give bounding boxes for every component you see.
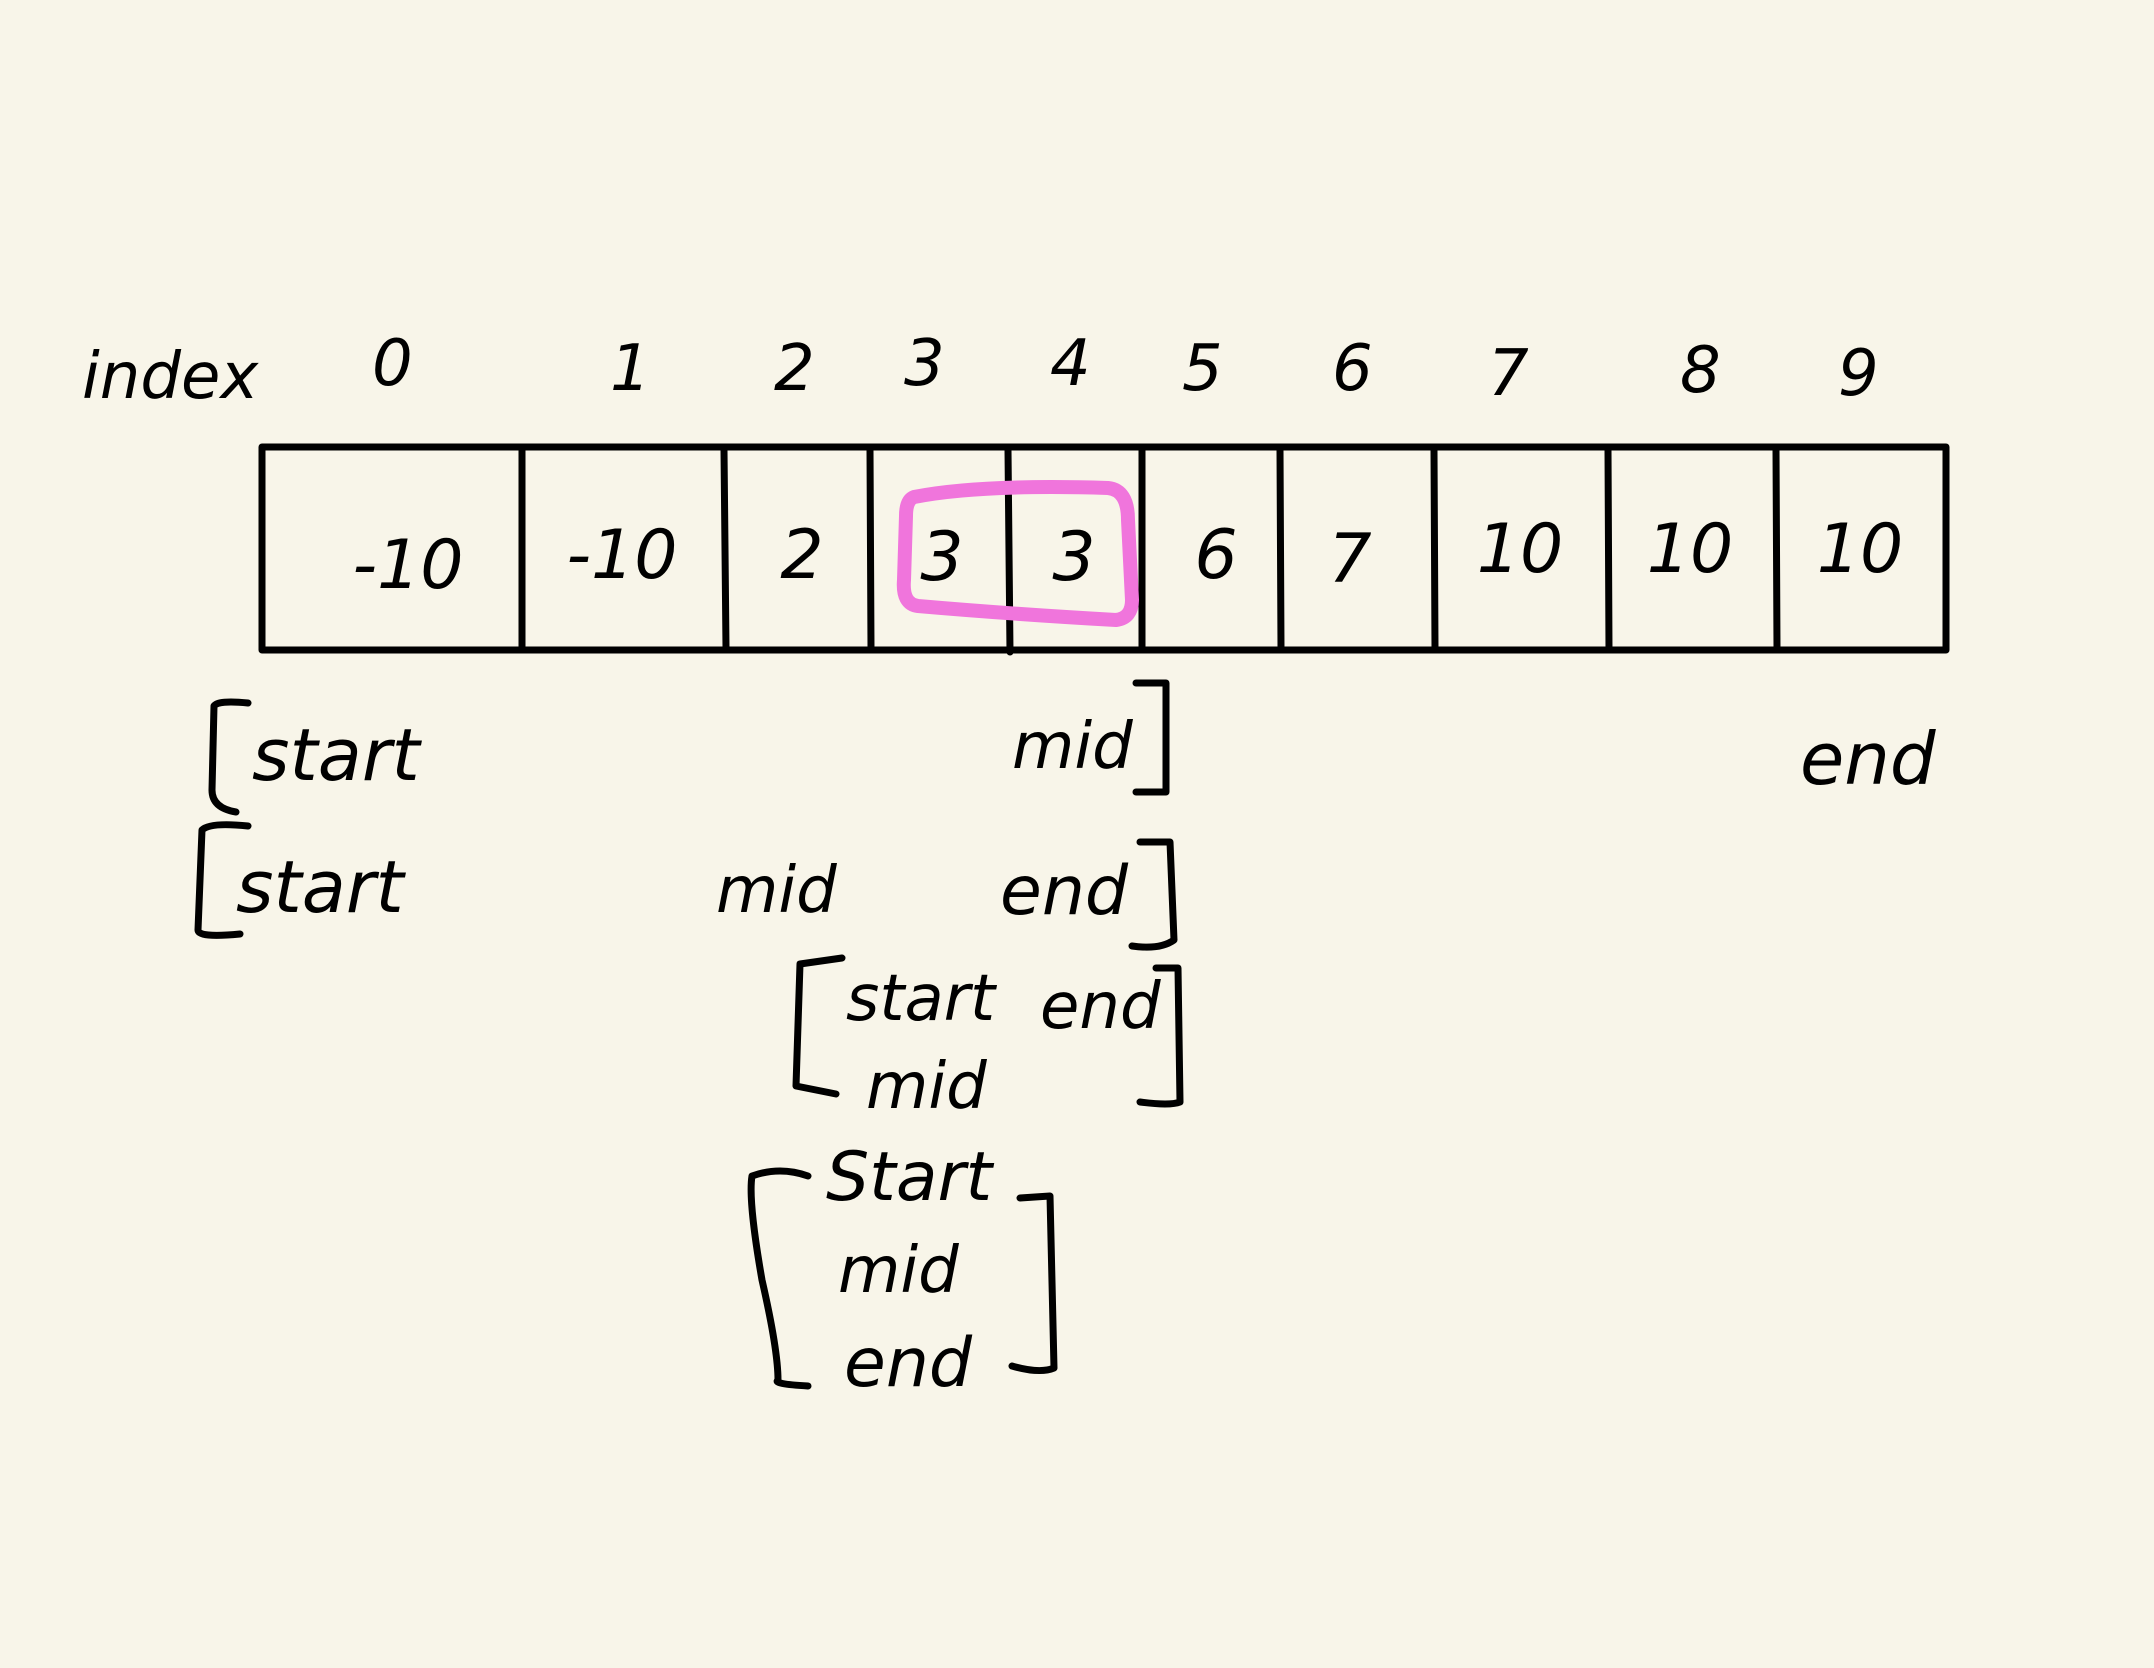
step-2-start: start — [236, 845, 406, 929]
step-1-mid: mid — [1012, 710, 1133, 784]
index-2: 2 — [774, 332, 815, 406]
index-9: 9 — [1838, 337, 1879, 411]
index-3: 3 — [904, 327, 945, 401]
cell-value-8: 10 — [1647, 510, 1734, 589]
cell-value-6: 7 — [1328, 520, 1371, 599]
index-8: 8 — [1680, 334, 1721, 408]
cell-value-3: 3 — [920, 518, 963, 597]
index-label: index — [82, 340, 259, 414]
step-2-end: end — [1000, 852, 1129, 931]
cell-value-0: -10 — [352, 526, 463, 605]
index-6: 6 — [1332, 332, 1373, 406]
step-1: start mid end — [208, 679, 1937, 816]
step-3-mid: mid — [866, 1050, 987, 1124]
step-4-end: end — [844, 1324, 973, 1403]
index-7: 7 — [1488, 337, 1529, 411]
cell-value-2: 2 — [780, 516, 823, 595]
step-3-end: end — [1040, 970, 1161, 1044]
cell-value-1: -10 — [566, 516, 677, 595]
cell-value-4: 3 — [1052, 518, 1095, 597]
index-0: 0 — [372, 327, 413, 401]
index-5: 5 — [1182, 332, 1223, 406]
step-4: Start mid end — [747, 1138, 1058, 1403]
step-4-start: Start — [826, 1138, 994, 1217]
array-cells — [258, 443, 1950, 656]
step-4-mid: mid — [838, 1234, 959, 1308]
step-1-start: start — [252, 713, 422, 797]
index-4: 4 — [1050, 327, 1091, 401]
cell-value-9: 10 — [1817, 510, 1904, 589]
highlight-box — [896, 480, 1139, 627]
cell-value-7: 10 — [1477, 510, 1564, 589]
step-2: start mid end — [194, 821, 1178, 951]
cell-value-5: 6 — [1194, 516, 1237, 595]
step-3: start end mid — [792, 954, 1184, 1124]
step-3-start: start — [846, 962, 998, 1036]
index-1: 1 — [610, 332, 651, 406]
step-2-mid: mid — [716, 854, 837, 928]
step-1-end: end — [1800, 717, 1937, 801]
